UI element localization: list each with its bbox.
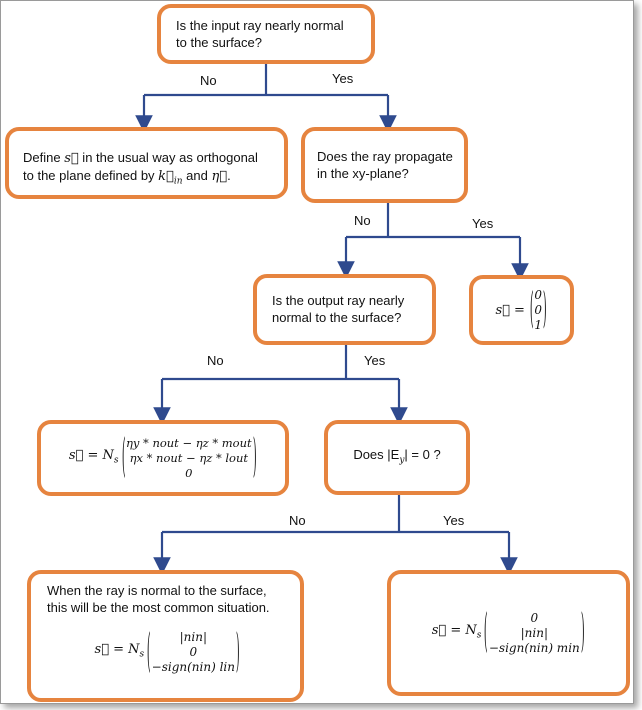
edge-label-yes-1: Yes [332, 71, 354, 86]
ey-text: Does |Ey| = 0 ? [353, 446, 441, 466]
node-output-normal-text: Is the output ray nearly normal to the s… [272, 293, 405, 325]
s-eta-col: ηy * nout − ηz * mout ηx * nout − ηz * l… [126, 435, 252, 480]
edge-label-yes-2: Yes [472, 216, 494, 231]
edge-label-no-2: No [354, 213, 371, 228]
s-001-col: 0 0 1 [534, 287, 543, 332]
node-output-normal: Is the output ray nearly normal to the s… [253, 274, 436, 345]
node-ey: Does |Ey| = 0 ? [324, 420, 470, 495]
edge-label-no-1: No [200, 73, 217, 88]
s-min-vector: ( 0 |nin| −sign(nin) min ) [483, 606, 585, 660]
s-min-lparen: ( [484, 606, 489, 660]
common-case-line2: this will be the most common situation. [47, 600, 270, 615]
common-case-vector: ( |nin| 0 −sign(nin) lin ) [146, 626, 240, 679]
common-case-rparen: ) [235, 626, 240, 679]
common-case-lparen: ( [146, 626, 151, 679]
common-case-lhs: s⃗ = Ns [94, 642, 145, 660]
node-s-001: s⃗ = ( 0 0 1 ) [469, 275, 574, 345]
node-s-min: s⃗ = Ns ( 0 |nin| −sign(nin) min ) [387, 570, 630, 696]
node-define-s: Define s⃗ in the usual way as orthogonal… [5, 127, 288, 199]
common-case-formula: s⃗ = Ns ( |nin| 0 −sign(nin) lin ) [47, 626, 288, 679]
s-eta-lparen: ( [121, 431, 126, 485]
s-001-lparen: ( [529, 286, 534, 334]
s-001-vector: ( 0 0 1 ) [529, 288, 548, 333]
edge-label-yes-4: Yes [443, 513, 465, 528]
edge-label-no-4: No [289, 513, 306, 528]
s-eta-vector: ( ηy * nout − ηz * mout ηx * nout − ηz *… [121, 431, 258, 485]
node-xy-plane: Does the ray propagate in the xy-plane? [301, 127, 468, 203]
node-common-case: When the ray is normal to the surface, t… [27, 570, 304, 702]
common-case-line1: When the ray is normal to the surface, [47, 583, 267, 598]
define-s-line1: Define s⃗ in the usual way as orthogonal [23, 150, 258, 166]
s-001-rparen: ) [542, 286, 547, 334]
define-s-line2: to the plane defined by k⃗in and η⃗. [23, 168, 231, 187]
s-min-lhs: s⃗ = Ns [431, 622, 482, 641]
s-001-lhs: s⃗ = [495, 302, 525, 318]
edge-label-yes-3: Yes [364, 353, 386, 368]
s-min-col: 0 |nin| −sign(nin) min [488, 610, 580, 655]
s-min-rparen: ) [580, 606, 585, 660]
node-s-eta: s⃗ = Ns ( ηy * nout − ηz * mout ηx * nou… [37, 420, 289, 496]
common-case-col: |nin| 0 −sign(nin) lin [151, 630, 235, 674]
s-eta-rparen: ) [252, 431, 257, 485]
edge-label-no-3: No [207, 353, 224, 368]
node-xy-plane-text: Does the ray propagate in the xy-plane? [317, 149, 453, 181]
node-input-normal-text: Is the input ray nearly normal to the su… [176, 18, 344, 50]
s-eta-lhs: s⃗ = Ns [68, 447, 119, 466]
node-input-normal: Is the input ray nearly normal to the su… [157, 4, 375, 64]
